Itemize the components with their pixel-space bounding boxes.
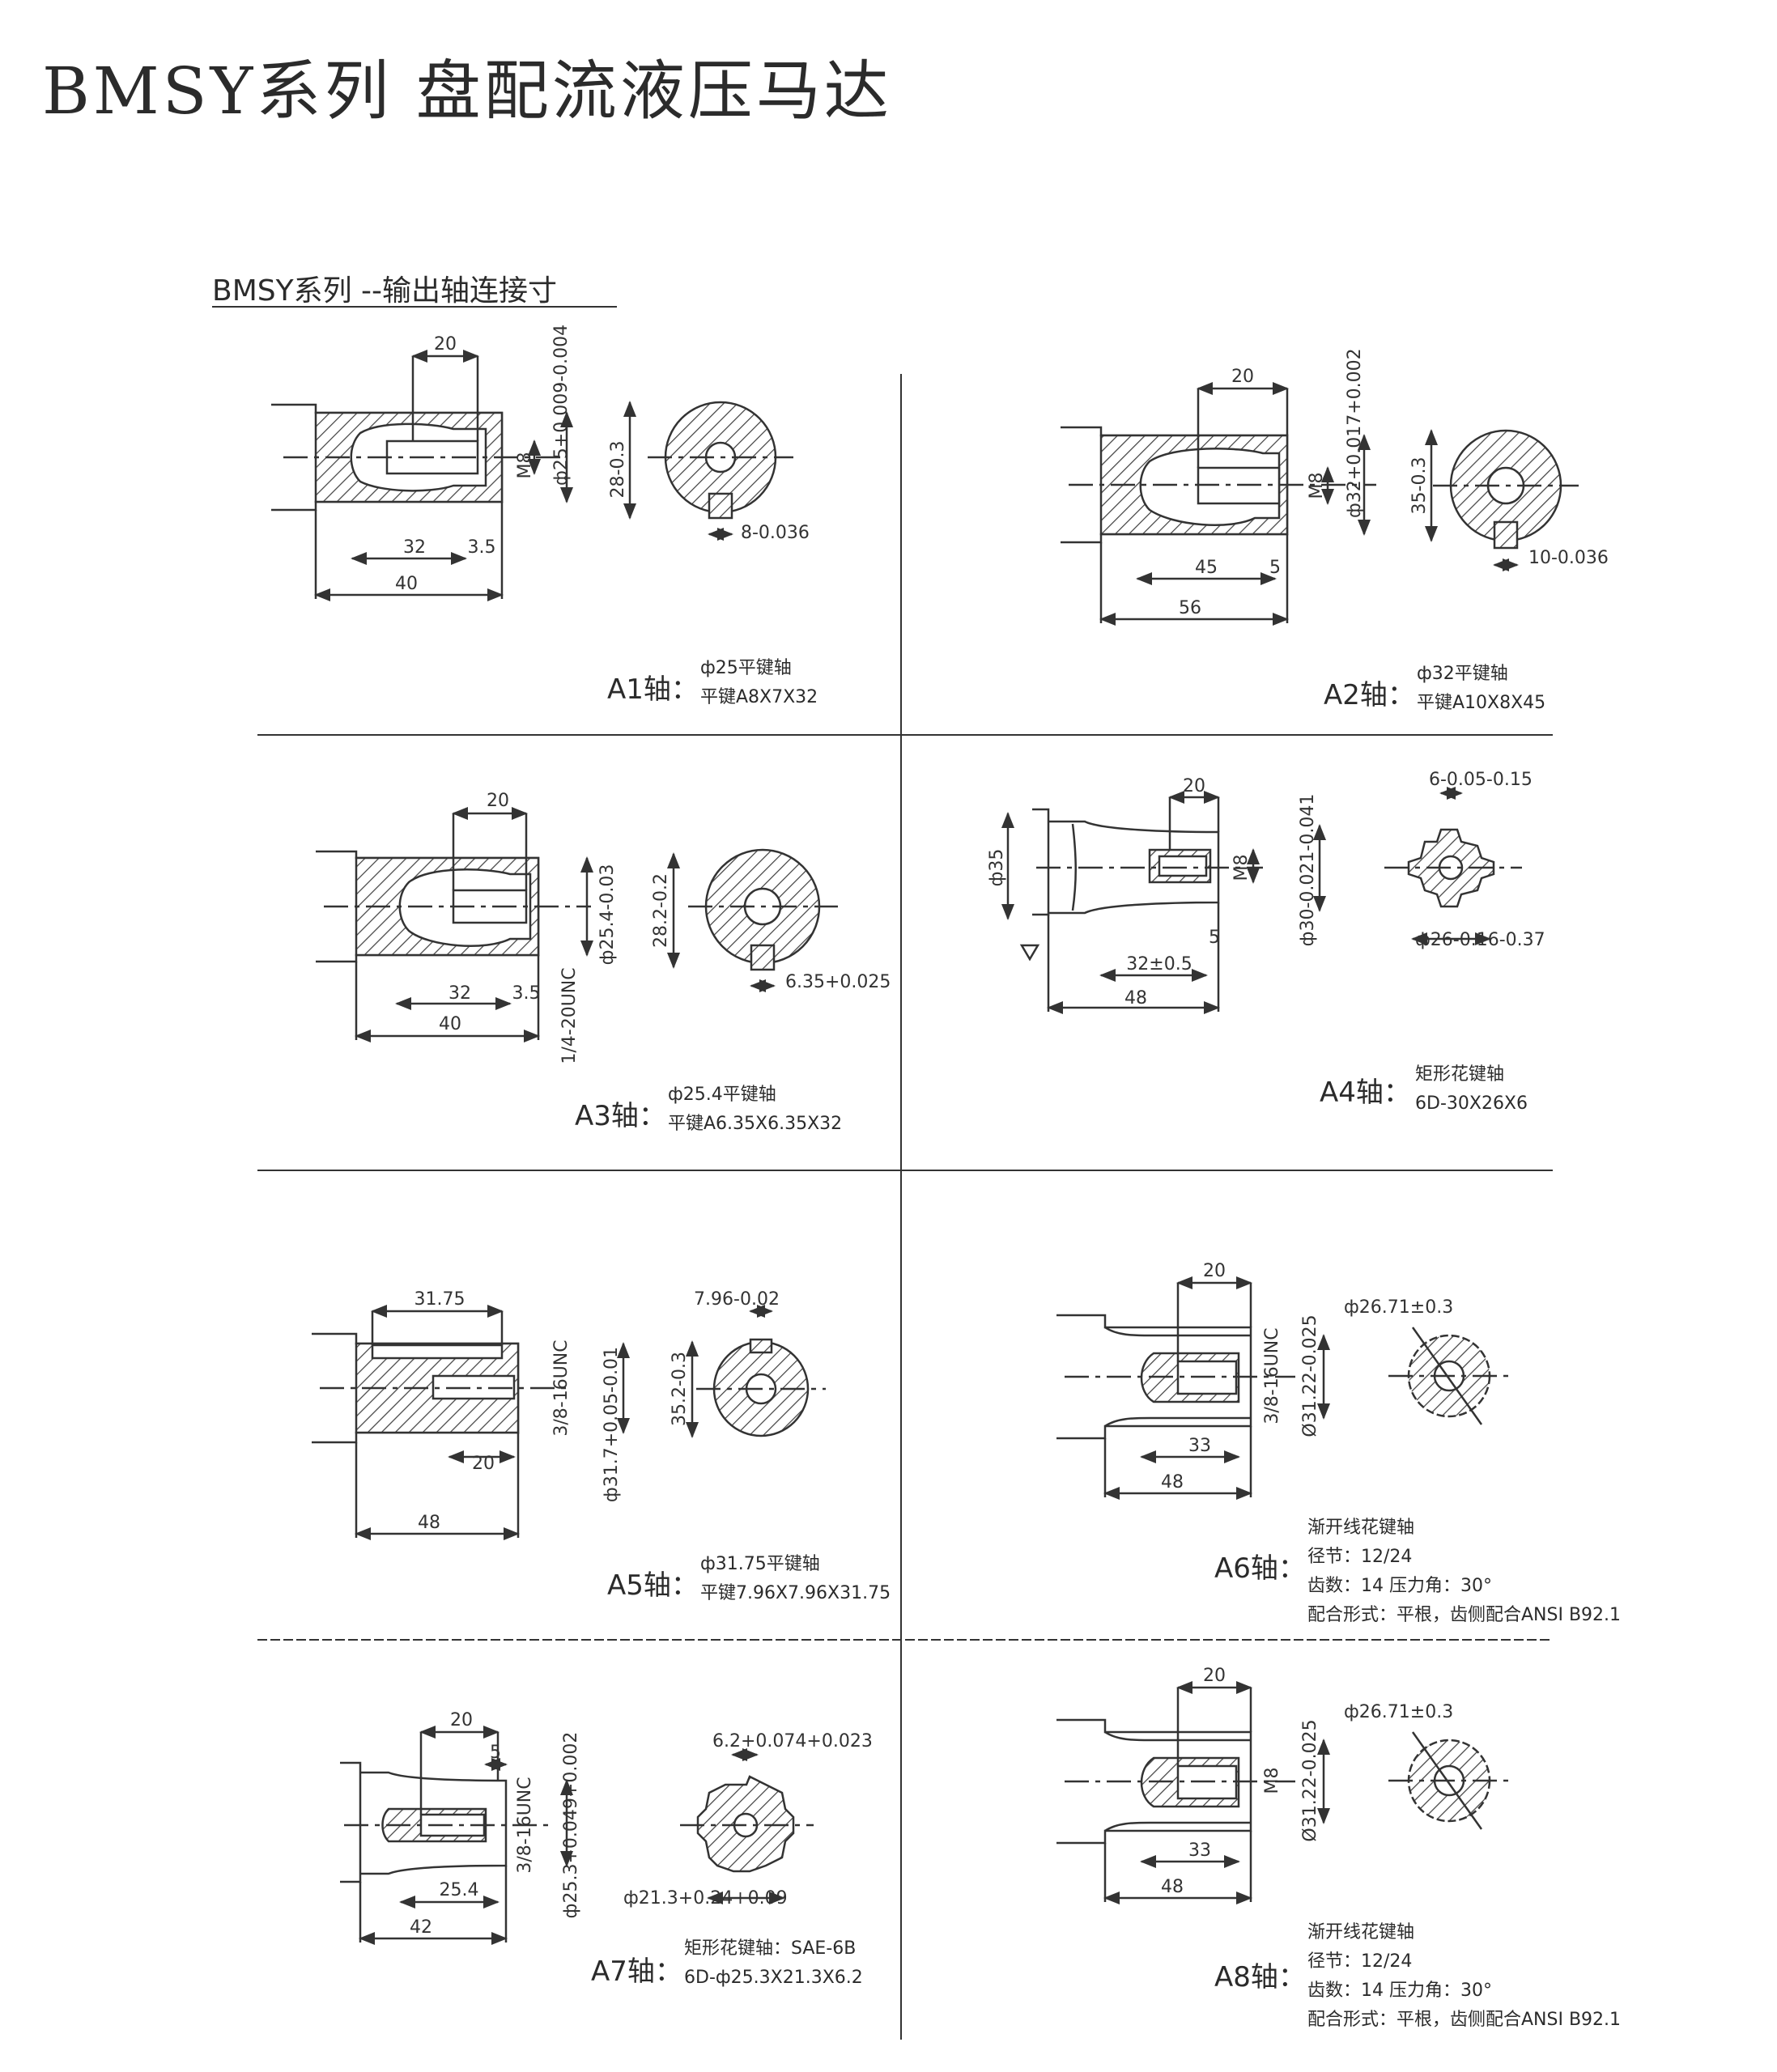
shaft-a1-dims: 20 M8 ф25+0.009-0.004 28-0.3 32 3.5 40 8… xyxy=(395,325,810,594)
caption-a1-label: A1轴： xyxy=(607,673,699,706)
grid-lines xyxy=(257,374,1553,2040)
svg-text:6.2+0.074+0.023: 6.2+0.074+0.023 xyxy=(712,1731,873,1751)
shaft-a4-drawing xyxy=(1001,787,1522,1014)
svg-text:ф25+0.009-0.004: ф25+0.009-0.004 xyxy=(551,325,572,486)
svg-text:ф26-0.16-0.37: ф26-0.16-0.37 xyxy=(1415,930,1545,950)
shaft-a8-dims: 20 ф26.71±0.3 M8 Ø31.22-0.025 33 48 xyxy=(1161,1666,1453,1897)
shaft-a5-dims: 31.75 3/8-16UNC ф31.7+0.05-0.01 35.2-0.3… xyxy=(414,1289,780,1533)
svg-text:5: 5 xyxy=(1209,928,1220,948)
page-title: BMSY系列 盘配流液压马达 xyxy=(42,53,892,129)
svg-text:M8: M8 xyxy=(1231,855,1252,881)
svg-text:48: 48 xyxy=(418,1513,440,1533)
svg-text:5: 5 xyxy=(490,1743,501,1763)
svg-text:40: 40 xyxy=(395,574,418,594)
svg-text:ф30-0.021-0.041: ф30-0.021-0.041 xyxy=(1298,794,1318,947)
svg-text:Ø31.22-0.025: Ø31.22-0.025 xyxy=(1300,1719,1320,1841)
svg-text:32: 32 xyxy=(403,537,426,558)
caption-a4-label: A4轴： xyxy=(1320,1076,1411,1109)
svg-text:3/8-16UNC: 3/8-16UNC xyxy=(515,1777,535,1873)
svg-text:20: 20 xyxy=(1183,776,1205,796)
caption-a4-desc: 矩形花键轴 6D-30X26X6 xyxy=(1415,1064,1528,1114)
svg-text:40: 40 xyxy=(439,1014,461,1034)
shaft-a2-dims: 20 M8 ф32+0.017+0.002 35-0.3 45 5 56 10-… xyxy=(1179,348,1609,618)
shaft-a6-dims: 20 ф26.71±0.3 3/8-16UNC Ø31.22-0.025 33 … xyxy=(1161,1261,1453,1492)
svg-text:ф25.3+0.049+0.002: ф25.3+0.049+0.002 xyxy=(561,1732,581,1919)
caption-a6-desc: 渐开线花键轴 径节：12/24 齿数：14 压力角：30° 配合形式：平根，齿侧… xyxy=(1307,1518,1622,1625)
svg-text:33: 33 xyxy=(1188,1841,1211,1861)
svg-text:32: 32 xyxy=(449,983,471,1004)
svg-text:6.35+0.025: 6.35+0.025 xyxy=(785,972,891,992)
svg-text:48: 48 xyxy=(1124,988,1147,1008)
svg-text:3/8-16UNC: 3/8-16UNC xyxy=(551,1340,572,1436)
svg-text:20: 20 xyxy=(1203,1666,1226,1686)
svg-text:M8: M8 xyxy=(1307,473,1327,499)
shaft-a7-dims: 20 5 3/8-16UNC ф25.3+0.049+0.002 25.4 42… xyxy=(410,1710,873,1938)
caption-a3-label: A3轴： xyxy=(575,1100,666,1132)
caption-a5-desc: ф31.75平键轴 平键7.96X7.96X31.75 xyxy=(700,1554,891,1603)
svg-text:1/4-20UNC: 1/4-20UNC xyxy=(559,967,580,1064)
svg-text:M8: M8 xyxy=(515,452,535,479)
svg-text:20: 20 xyxy=(1231,367,1254,387)
svg-text:ф32+0.017+0.002: ф32+0.017+0.002 xyxy=(1345,348,1365,518)
svg-text:31.75: 31.75 xyxy=(414,1289,466,1310)
svg-text:28-0.3: 28-0.3 xyxy=(608,441,628,499)
svg-text:48: 48 xyxy=(1161,1472,1184,1492)
svg-text:42: 42 xyxy=(410,1917,432,1938)
shaft-a4-dims: 20 ф35 M8 ф30-0.021-0.041 5 32±0.5 48 6-… xyxy=(987,770,1545,1008)
svg-text:ф21.3+0.24+0.09: ф21.3+0.24+0.09 xyxy=(623,1888,788,1909)
svg-text:ф35: ф35 xyxy=(987,849,1007,887)
svg-text:6-0.05-0.15: 6-0.05-0.15 xyxy=(1429,770,1533,790)
svg-text:20: 20 xyxy=(1203,1261,1226,1281)
svg-text:35-0.3: 35-0.3 xyxy=(1409,457,1430,515)
shaft-a2-drawing xyxy=(1061,382,1579,626)
caption-a7-desc: 矩形花键轴：SAE-6B 6D-ф25.3X21.3X6.2 xyxy=(684,1938,863,1988)
svg-text:28.2-0.2: 28.2-0.2 xyxy=(651,873,671,948)
svg-text:20: 20 xyxy=(472,1454,495,1474)
svg-text:ф25.4-0.03: ф25.4-0.03 xyxy=(597,864,618,966)
svg-text:45: 45 xyxy=(1195,558,1218,578)
svg-text:7.96-0.02: 7.96-0.02 xyxy=(694,1289,780,1310)
caption-a2-desc: ф32平键轴 平键A10X8X45 xyxy=(1417,664,1546,713)
caption-a7-label: A7轴： xyxy=(591,1955,682,1988)
caption-a5-label: A5轴： xyxy=(607,1569,699,1602)
section-underline xyxy=(212,306,617,308)
svg-text:Ø31.22-0.025: Ø31.22-0.025 xyxy=(1300,1314,1320,1437)
shaft-a1-drawing xyxy=(271,350,793,601)
caption-a3-desc: ф25.4平键轴 平键A6.35X6.35X32 xyxy=(668,1085,843,1134)
svg-text:ф31.7+0.05-0.01: ф31.7+0.05-0.01 xyxy=(602,1347,622,1502)
shaft-a6-drawing xyxy=(1056,1276,1510,1500)
svg-text:35.2-0.3: 35.2-0.3 xyxy=(670,1352,690,1426)
svg-text:20: 20 xyxy=(434,334,457,355)
svg-text:56: 56 xyxy=(1179,598,1201,618)
svg-text:20: 20 xyxy=(450,1710,473,1730)
caption-a2-label: A2轴： xyxy=(1324,679,1415,711)
svg-text:10-0.036: 10-0.036 xyxy=(1528,548,1609,568)
svg-text:3.5: 3.5 xyxy=(512,983,541,1004)
shaft-a3-drawing xyxy=(316,807,838,1042)
caption-a6-label: A6轴： xyxy=(1214,1552,1306,1585)
svg-text:48: 48 xyxy=(1161,1877,1184,1897)
shaft-a3-dims: 20 ф25.4-0.03 28.2-0.2 32 3.5 40 1/4-20U… xyxy=(439,791,891,1064)
svg-text:33: 33 xyxy=(1188,1436,1211,1456)
svg-text:32±0.5: 32±0.5 xyxy=(1126,954,1192,974)
svg-text:5: 5 xyxy=(1269,558,1281,578)
svg-text:M8: M8 xyxy=(1262,1768,1282,1794)
caption-a1-desc: ф25平键轴 平键A8X7X32 xyxy=(700,658,818,707)
svg-text:8-0.036: 8-0.036 xyxy=(741,523,810,543)
svg-text:3/8-16UNC: 3/8-16UNC xyxy=(1262,1327,1282,1424)
svg-text:25.4: 25.4 xyxy=(440,1880,479,1900)
shaft-a8-drawing xyxy=(1056,1681,1510,1904)
caption-a8-desc: 渐开线花键轴 径节：12/24 齿数：14 压力角：30° 配合形式：平根，齿侧… xyxy=(1307,1922,1622,2030)
svg-text:ф26.71±0.3: ф26.71±0.3 xyxy=(1344,1297,1453,1318)
svg-text:ф26.71±0.3: ф26.71±0.3 xyxy=(1344,1702,1453,1722)
caption-a8-label: A8轴： xyxy=(1214,1961,1306,1993)
section-title: BMSY系列 --输出轴连接寸 xyxy=(212,274,558,308)
shaft-a5-drawing xyxy=(312,1305,826,1540)
svg-text:20: 20 xyxy=(487,791,509,811)
svg-text:3.5: 3.5 xyxy=(468,537,496,558)
shaft-a7-drawing xyxy=(340,1726,814,1945)
